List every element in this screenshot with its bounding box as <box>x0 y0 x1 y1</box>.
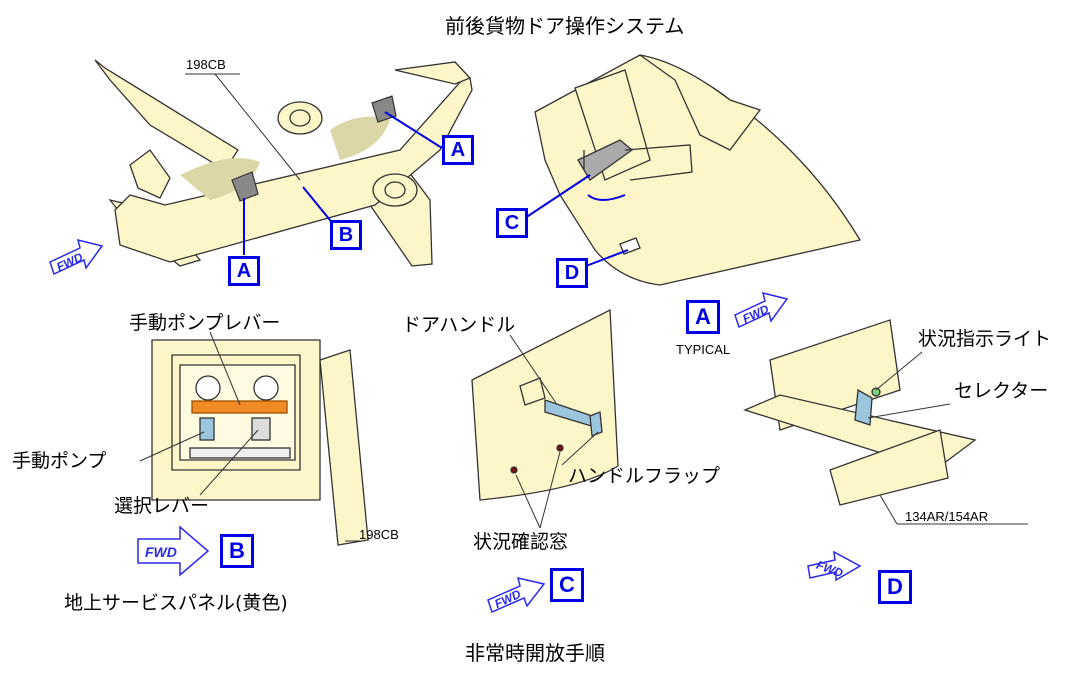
fwd-arrow-3-shape <box>137 525 210 577</box>
ground-service-panel-illustration <box>151 339 369 546</box>
cb-198-leader <box>185 73 301 181</box>
view-c-leader-lines <box>509 334 599 529</box>
door-a-callout-lines <box>524 174 629 267</box>
airplane-illustration <box>94 59 473 267</box>
view-title-d: D <box>878 570 912 604</box>
door-view-a-illustration <box>534 54 862 286</box>
selector-lever-label: 選択レバー <box>114 495 210 517</box>
door-handle-label: ドアハンドル <box>402 314 516 336</box>
callout-box-d: D <box>556 258 588 288</box>
status-light-label: 状況指示ライト <box>918 328 1052 350</box>
status-light-illustration <box>743 319 977 506</box>
callout-box-b: B <box>330 220 362 250</box>
diagram-footer: 非常時開放手順 <box>465 641 605 665</box>
view-title-c: C <box>550 568 584 602</box>
selector-label: セレクター <box>954 380 1049 402</box>
fwd-arrow-5-shape <box>807 550 862 582</box>
fwd-arrow-2-shape <box>734 291 789 329</box>
view-title-a: A <box>686 300 720 334</box>
handle-flap-label: ハンドルフラップ <box>568 465 721 487</box>
typical-label: TYPICAL <box>676 342 731 357</box>
door-handle-illustration <box>471 308 619 501</box>
cargo-door-aft <box>231 171 259 202</box>
cb-198-label-panel: 198CB <box>359 527 399 542</box>
cb-134ar-154ar-label: 134AR/154AR <box>905 509 989 524</box>
airplane-callout-lines <box>243 111 443 255</box>
fwd-label-3: FWD <box>145 544 177 560</box>
panel-b-leader-lines <box>139 331 360 542</box>
airplane-shading <box>180 116 390 200</box>
callout-box-a-lower: A <box>228 256 260 286</box>
manual-pump-label: 手動ポンプ <box>12 450 107 472</box>
diagram-title: 前後貨物ドア操作システム <box>445 14 685 38</box>
fwd-arrow-4-shape <box>487 576 546 614</box>
callout-box-a-upper: A <box>442 135 474 165</box>
status-window-label: 状況確認窓 <box>473 531 569 553</box>
view-title-b: B <box>220 534 254 568</box>
fwd-arrow-1-shape <box>49 238 104 276</box>
cb-198-label-top: 198CB <box>186 57 226 72</box>
manual-pump-lever-label: 手動ポンプレバー <box>129 312 281 334</box>
ground-service-panel-label: 地上サービスパネル(黄色) <box>64 592 288 614</box>
view-d-leader-lines <box>867 351 1028 525</box>
callout-box-c: C <box>496 208 528 238</box>
